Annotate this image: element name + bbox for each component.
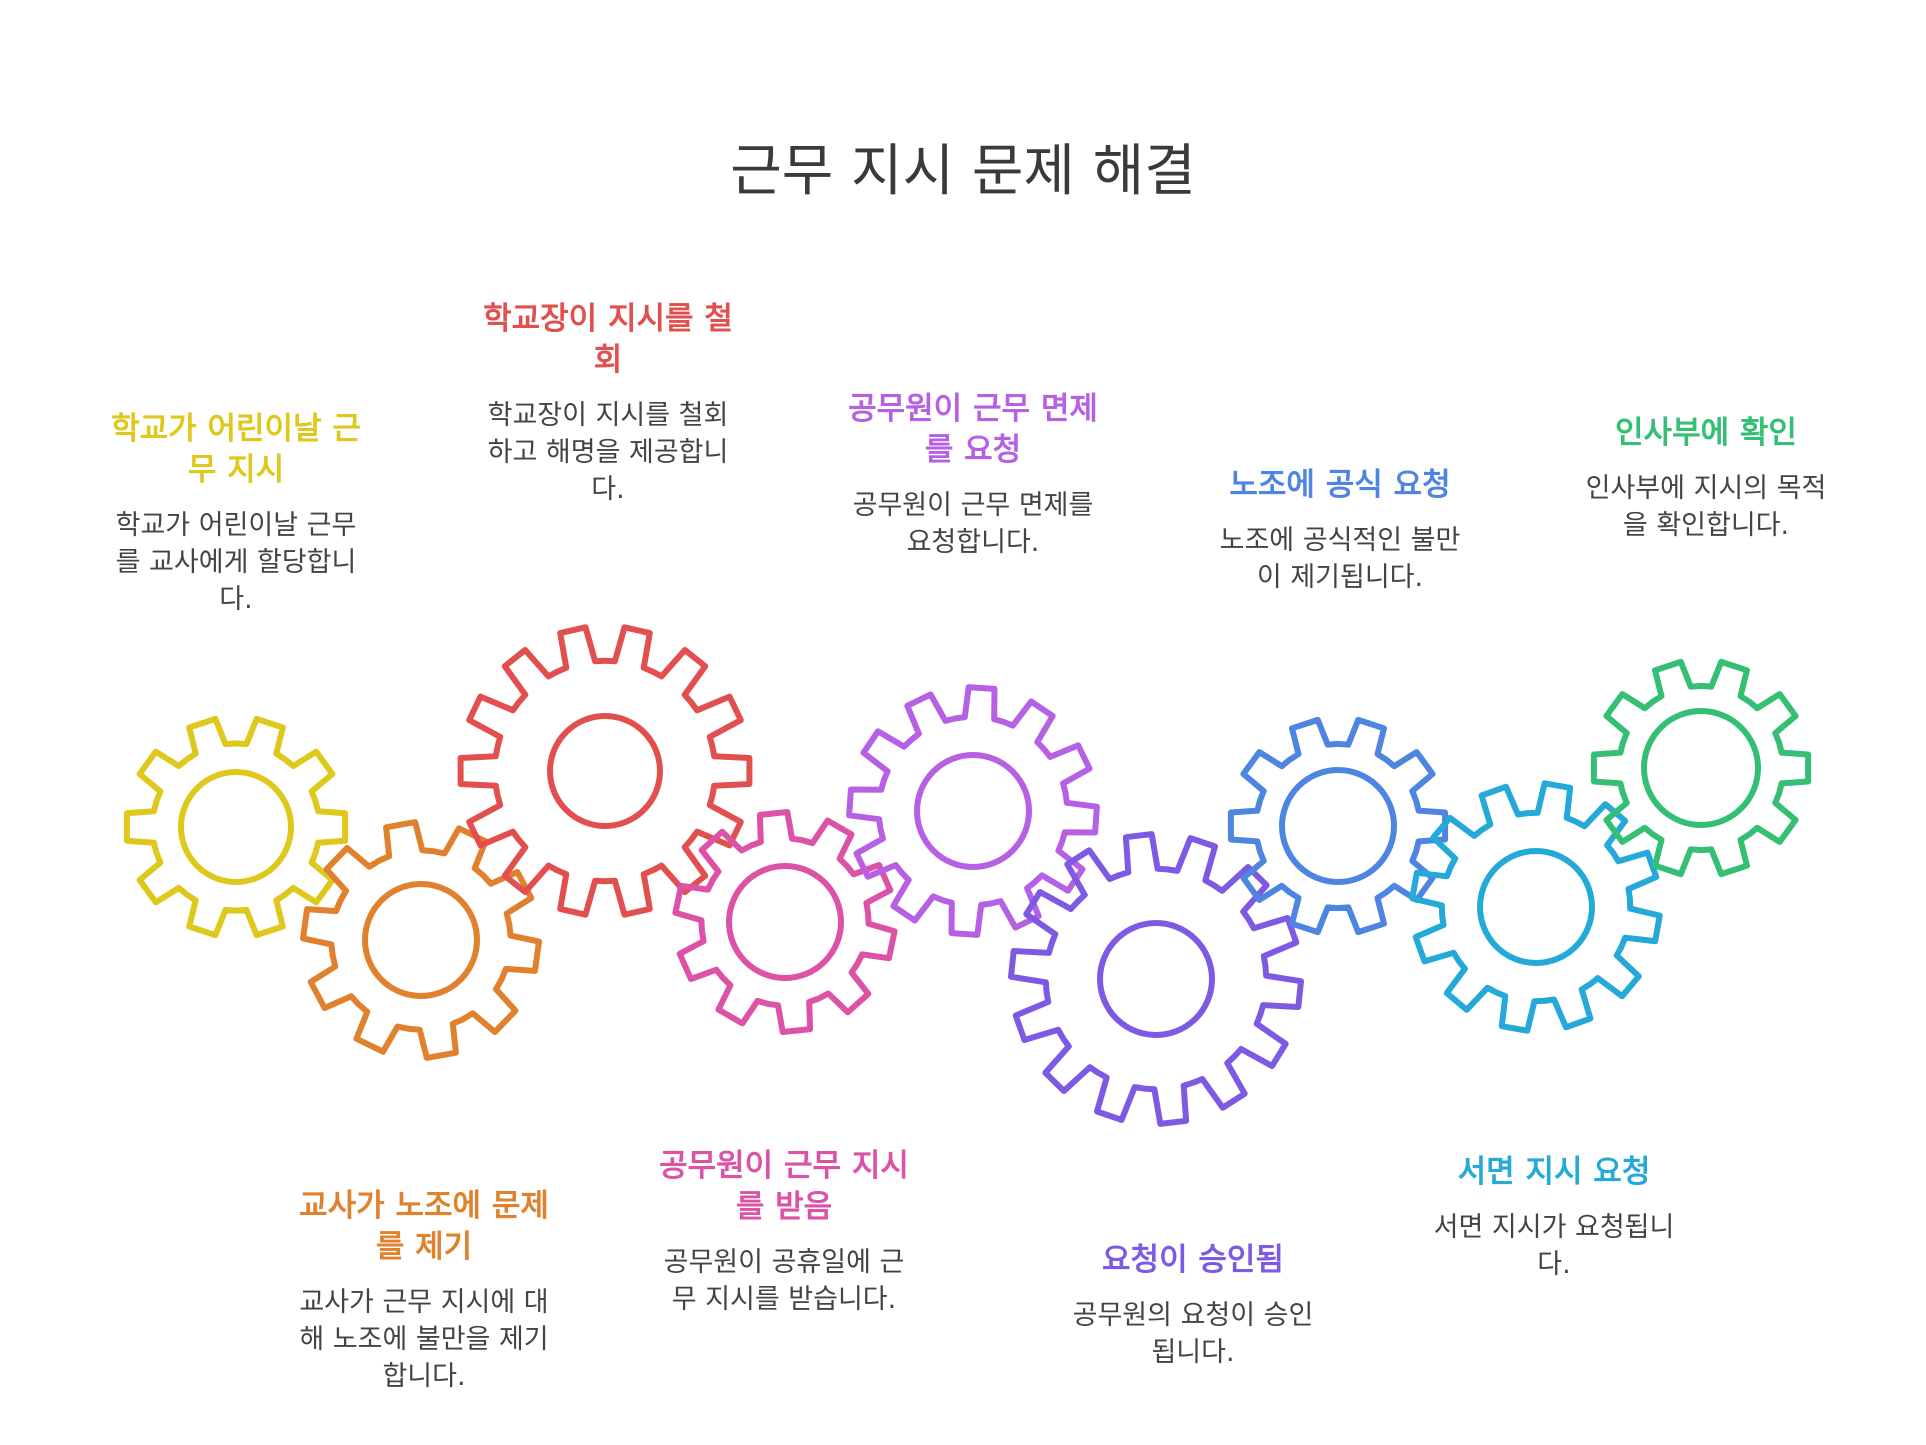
gear-icon — [457, 624, 753, 918]
gear-outline — [457, 624, 753, 918]
gear-hub — [726, 863, 844, 981]
gear-hub — [914, 752, 1032, 870]
gear-hub — [1641, 708, 1761, 828]
gear-hub — [1097, 920, 1215, 1038]
gear-hub — [547, 713, 663, 829]
gear-icon — [123, 715, 349, 939]
gear-icon — [1008, 831, 1304, 1127]
gear-icon — [1590, 658, 1812, 878]
step-title: 인사부에 확인 — [1615, 415, 1797, 451]
page-title: 근무 지시 문제 해결 — [730, 139, 1196, 204]
gear-outline — [846, 684, 1100, 938]
gear-outline — [1227, 716, 1449, 936]
step-title: 요청이 승인됨 — [1102, 1242, 1284, 1278]
gear-icon — [300, 819, 542, 1061]
step-title: 서면 지시 요청 — [1457, 1154, 1651, 1190]
gear-outline — [300, 819, 542, 1061]
gear-icon — [846, 684, 1100, 938]
gear-outline — [1008, 831, 1304, 1127]
gear-icon — [672, 809, 898, 1035]
gear-hub — [1279, 767, 1397, 885]
gear-hub — [1477, 848, 1595, 966]
gear-icon — [1227, 716, 1449, 936]
gear-outline — [1590, 658, 1812, 878]
gear-hub — [362, 881, 480, 999]
gear-icon — [1409, 780, 1663, 1034]
gear-outline — [1409, 780, 1663, 1034]
gear-outline — [672, 809, 898, 1035]
gear-outline — [123, 715, 349, 939]
step-title: 노조에 공식 요청 — [1229, 467, 1451, 503]
gear-hub — [178, 769, 294, 885]
